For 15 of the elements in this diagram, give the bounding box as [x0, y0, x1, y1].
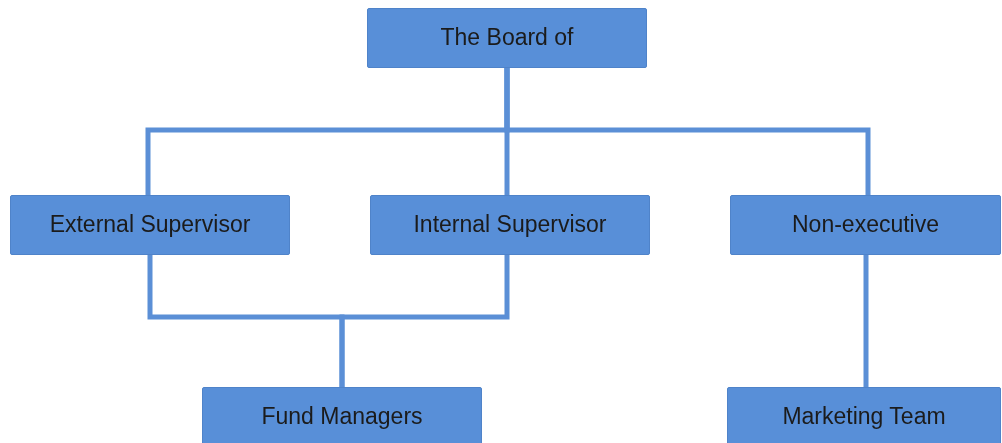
- org-box: [727, 387, 1001, 443]
- box-label: Fund Managers: [261, 403, 423, 430]
- box-label: Internal Supervisor: [413, 211, 607, 238]
- box-label: Marketing Team: [782, 403, 946, 430]
- org-box: [730, 195, 1001, 255]
- org-box: [202, 387, 482, 443]
- box-label: Non-executive: [792, 211, 939, 238]
- box-label: External Supervisor: [49, 211, 251, 238]
- connector-line: [504, 68, 871, 195]
- connector-line: [863, 255, 869, 387]
- org-box: [10, 195, 290, 255]
- box-label: The Board of: [440, 24, 574, 51]
- org-box: [367, 8, 647, 68]
- connector-line: [339, 255, 510, 387]
- org-box: [370, 195, 650, 255]
